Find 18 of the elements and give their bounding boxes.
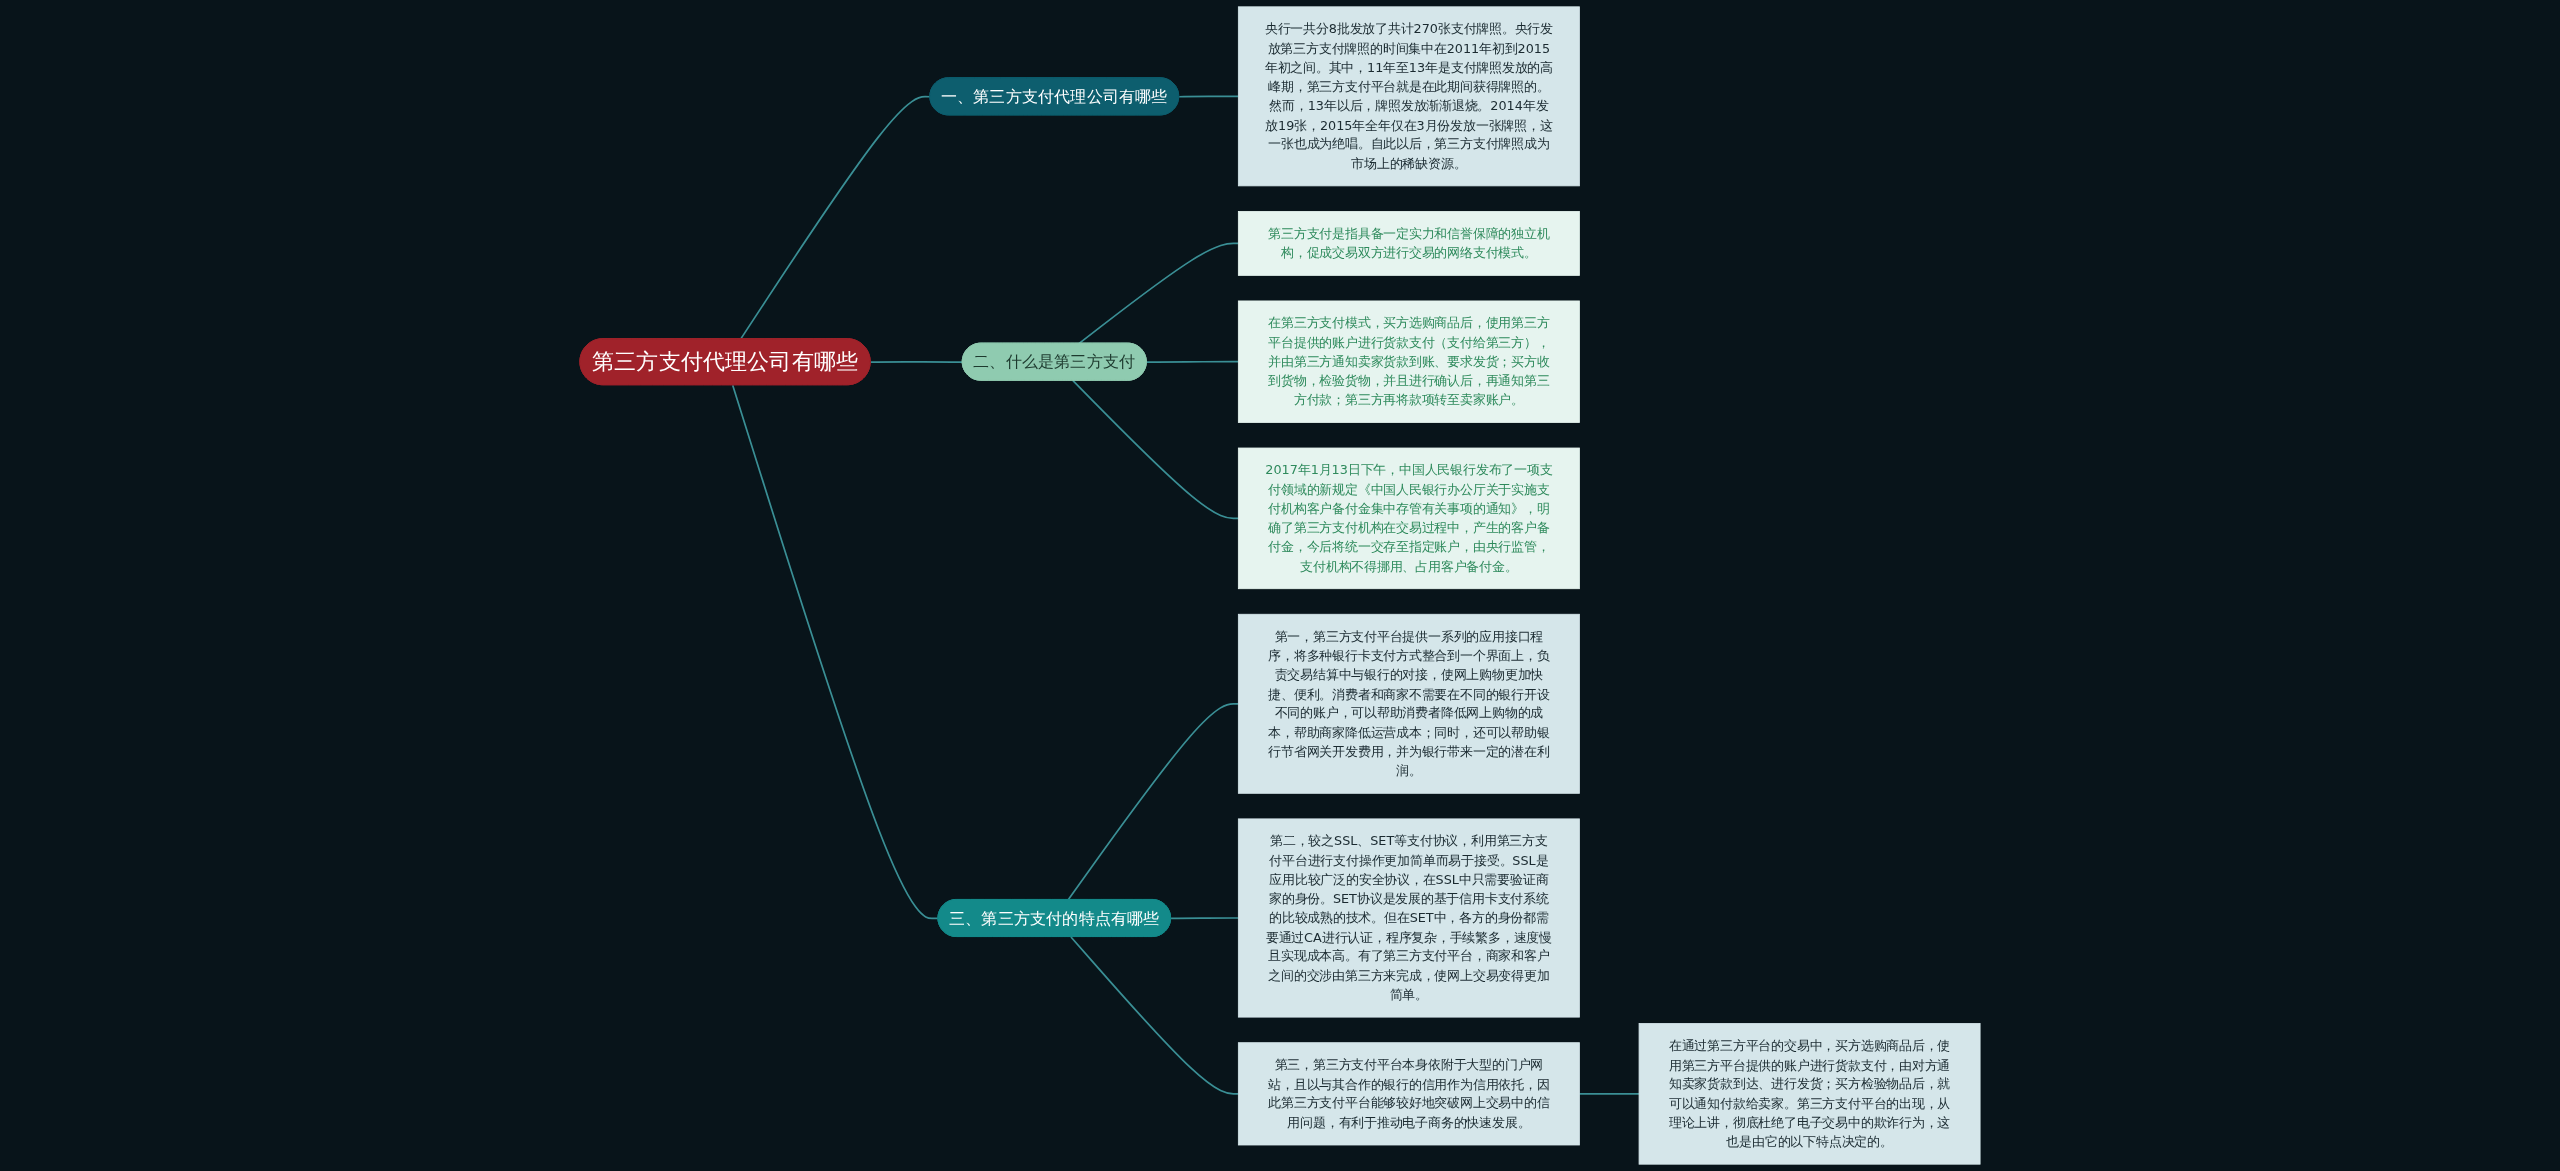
node-box: 第三方支付是指具备一定实力和信誉保障的独立机构，促成交易双方进行交易的网络支付模式。 — [1237, 211, 1580, 276]
connector — [1078, 242, 1240, 345]
node-box: 央行一共分8批发放了共计270张支付牌照。央行发放第三方支付牌照的时间集中在2011年初到2015年初之间。其中，11年至13年是支付牌照发放的高峰期，第三方支付平台就是在此期间获得牌照的。然而，13年以后，牌照发放渐渐退烧。2014年发放19张，2015年全年仅在3月份发放一张牌照，这一张也成为绝唱。自此以后，第三方支付牌照成为市场上的稀缺资源。 — [1237, 6, 1580, 187]
connector — [1072, 379, 1240, 520]
node-box: 第二，较之SSL、SET等支付协议，利用第三方支付平台进行支付操作更加简单而易于接受。SSL是应用比较广泛的安全协议，在SSL中只需要验证商家的身份。SET协议是发展的基于信用卡支付系统的比较成熟的技术。但在SET中，各方的身份都需要通过CA进行认证，程序复杂，手续繁多，速度慢且实现成本高。有了第三方支付平台，商家和客户之间的交涉由第三方来完成，使网上交易变得更加简单。 — [1237, 818, 1580, 1018]
node-box: 2017年1月13日下午，中国人民银行发布了一项支付领域的新规定《中国人民银行办公厅关于实施支付机构客户备付金集中存管有关事项的通知》，明确了第三方支付机构在交易过程中，产生的客户备付金，今后将统一交存至指定账户，由央行监管，支付机构不得挪用、占用客户备付金。 — [1237, 447, 1580, 590]
connector — [1067, 702, 1240, 901]
connector — [731, 384, 940, 920]
connector — [1578, 1093, 1640, 1095]
node-box: 在通过第三方平台的交易中，买方选购商品后，使用第三方平台提供的账户进行货款支付，由对方通知卖家货款到达、进行发货；买方检验物品后，就可以通知付款给卖家。第三方支付平台的出现，从理论上讲，彻底杜绝了电子交易中的欺诈行为，这也是由它的以下特点决定的。 — [1638, 1023, 1981, 1165]
node-box: 第三，第三方支付平台本身依附于大型的门户网站，且以与其合作的银行的信用作为信用依托，因此第三方支付平台能够较好地突破网上交易中的信用问题，有利于推动电子商务的快速发展。 — [1237, 1042, 1580, 1146]
connector — [1070, 936, 1240, 1095]
node-box: 在第三方支付模式，买方选购商品后，使用第三方平台提供的账户进行货款支付（支付给第三方），并由第三方通知卖家货款到账、要求发货；买方收到货物，检验货物，并且进行确认后，再通知第三方付款；第三方再将款项转至卖家账户。 — [1237, 300, 1580, 423]
node-box: 第一，第三方支付平台提供一系列的应用接口程序，将多种银行卡支付方式整合到一个界面上，负责交易结算中与银行的对接，使网上购物更加快捷、便利。消费者和商家不需要在不同的银行开设不同的账户，可以帮助消费者降低网上购物的成本，帮助商家降低运营成本；同时，还可以帮助银行节省网关开发费用，并为银行带来一定的潜在利润。 — [1237, 613, 1580, 794]
connector — [1178, 95, 1240, 98]
connector — [1145, 360, 1240, 363]
connector — [1170, 917, 1240, 920]
connector — [869, 361, 964, 363]
